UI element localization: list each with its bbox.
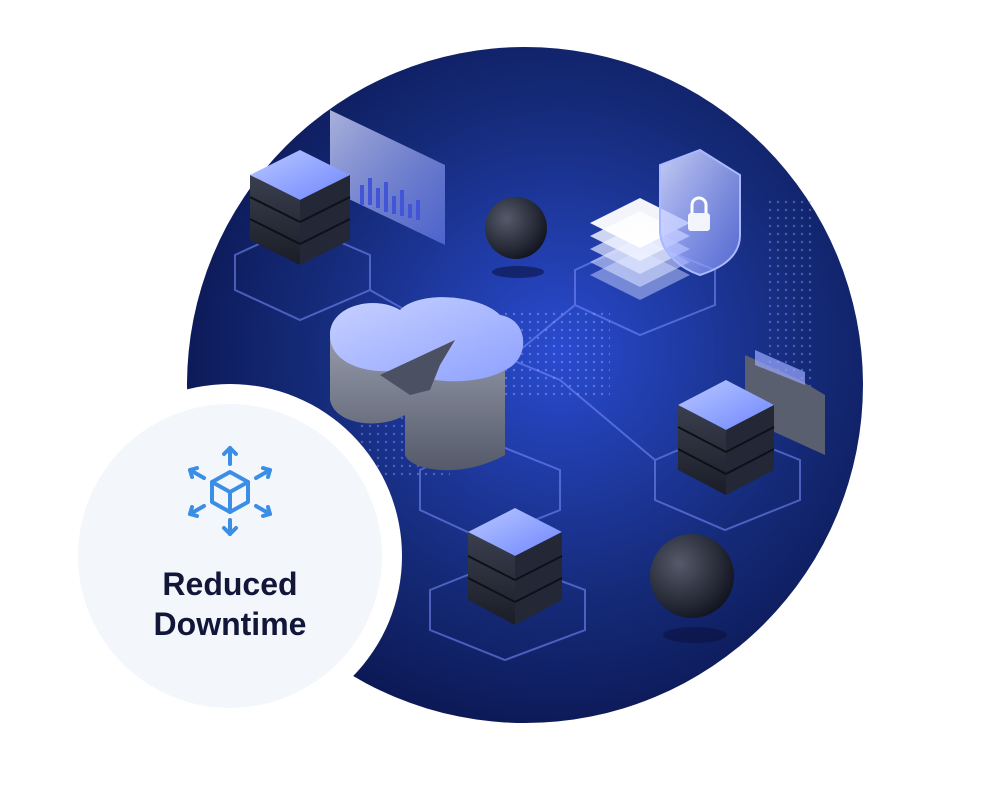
sphere-icon [485,197,547,278]
badge-title: Reduced Downtime [154,564,307,644]
sphere-icon [650,534,734,643]
feature-badge: Reduced Downtime [78,404,382,708]
badge-title-line2: Downtime [153,606,307,642]
server-stack-icon [249,150,351,265]
network-lines [234,223,801,662]
analytics-panel-icon [330,110,445,245]
cloud-sync-icon [330,297,524,471]
server-stack-icon [677,380,775,495]
expand-cube-icon [188,446,272,536]
badge-title-line1: Reduced [162,566,298,602]
server-stack-icon [467,508,563,625]
folder-icon [745,350,825,455]
shield-lock-icon [659,148,741,277]
